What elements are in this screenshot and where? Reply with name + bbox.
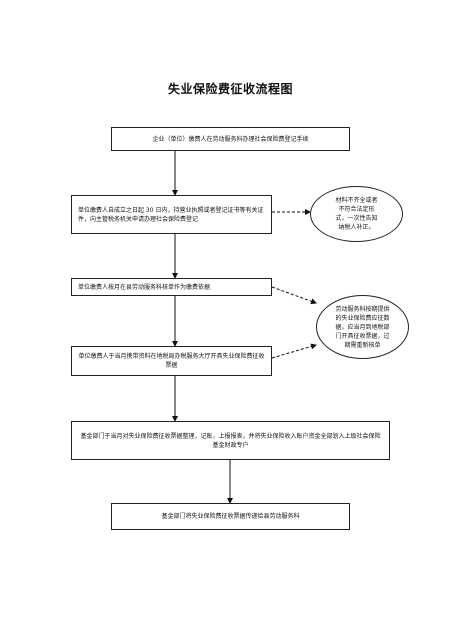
step-6-box: 基金部门将失业保险费征收票据传递给县劳动服务科: [111, 503, 350, 530]
note-1-line-2: 不符合法定形: [338, 206, 375, 213]
step-2-box: 单位缴费人自成立之日起 30 日内，持营业执照或者登记证书等有关证件，向主管税务…: [71, 195, 272, 234]
step-4-text: 单位缴费人于当月携带资料在地税局办税服务大厅开具失业保险费征收票据: [78, 353, 265, 369]
note-1-line-3: 式，一次性告知: [335, 215, 378, 222]
dashed-arrow-note-2-a: [271, 286, 317, 305]
step-3-box: 单位缴费人按月在县劳动服务科核单作为缴费依据: [71, 278, 272, 296]
step-3-text: 单位缴费人按月在县劳动服务科核单作为缴费依据: [78, 283, 211, 291]
step-5-box: 基金部门于当月对失业保险费征收票据整理，记账，上报报表，并将失业保险收入账户资金…: [71, 421, 390, 460]
note-1-ellipse: 材料不齐全或者 不符合法定形 式，一次性告知 纳税人补正。: [310, 186, 403, 242]
note-2-ellipse: 劳动服务科按期提供 的失业保险费应征数 据，应当月到地税部 门开具征收票据，过 …: [316, 295, 409, 359]
page-title: 失业保险费征收流程图: [167, 82, 293, 96]
step-6-text: 基金部门将失业保险费征收票据传递给县劳动服务科: [161, 513, 300, 520]
note-2-line-3: 据，应当月到地税部: [335, 323, 390, 331]
step-1-text: 企业（单位）缴费人在劳动服务科办理社会保险费登记手续: [152, 135, 309, 143]
note-2-line-5: 期需重新核单: [344, 341, 381, 349]
step-4-box: 单位缴费人于当月携带资料在地税局办税服务大厅开具失业保险费征收票据: [71, 346, 272, 376]
note-1-line-4: 纳税人补正。: [338, 224, 375, 231]
step-2-text: 单位缴费人自成立之日起 30 日内，持营业执照或者登记证书等有关证件，向主管税务…: [78, 206, 264, 223]
note-2-line-4: 门开具征收票据，过: [335, 332, 390, 340]
step-5-text: 基金部门于当月对失业保险费征收票据整理，记账，上报报表，并将失业保险收入账户资金…: [80, 432, 381, 449]
dashed-arrow-note-2-b: [271, 343, 317, 359]
note-2-line-2: 的失业保险费应征数: [335, 314, 390, 322]
note-1-line-1: 材料不齐全或者: [335, 197, 378, 204]
note-2-line-1: 劳动服务科按期提供: [335, 305, 390, 313]
step-1-box: 企业（单位）缴费人在劳动服务科办理社会保险费登记手续: [111, 127, 350, 151]
